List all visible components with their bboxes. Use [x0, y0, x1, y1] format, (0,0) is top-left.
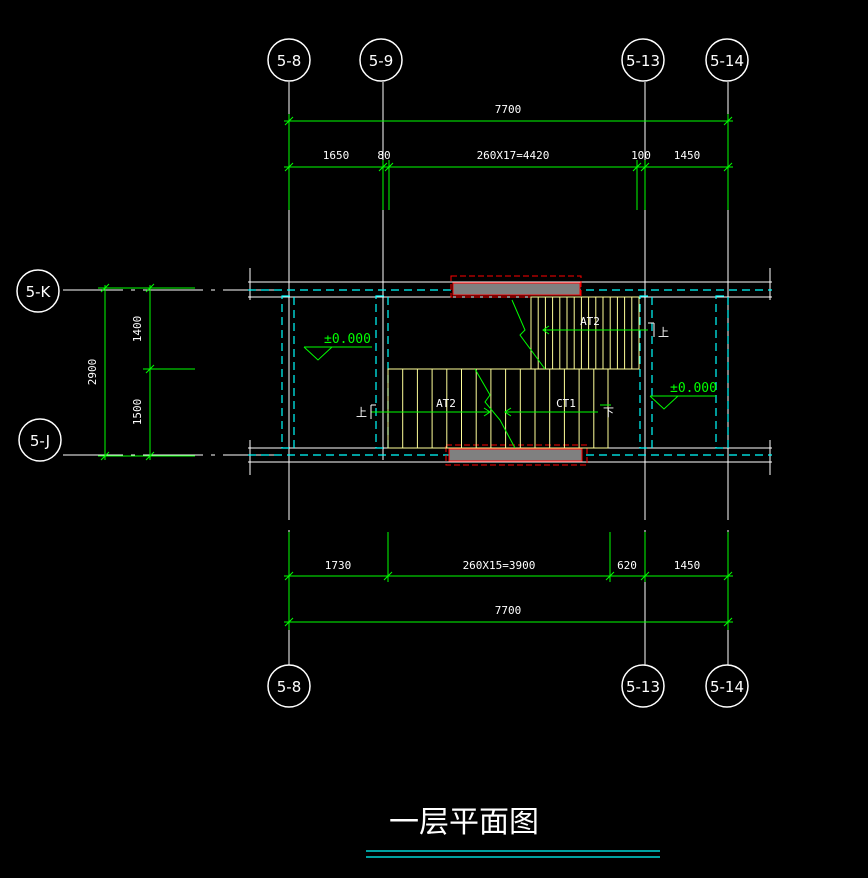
- left-dim-segment: 1500: [131, 399, 144, 426]
- top-dim-segment: 260X17=4420: [477, 149, 550, 162]
- left-dim-segment: 1400: [131, 316, 144, 343]
- bottom-dim-segment: 260X15=3900: [463, 559, 536, 572]
- walls: [248, 268, 772, 475]
- left-axis-bubble-5-J: 5-J: [18, 418, 62, 462]
- stair-down-mark: 下: [603, 406, 614, 419]
- stair-up-mark-upper: 上: [658, 326, 669, 339]
- bottom-axis-bubble-5-8: 5-8: [267, 664, 311, 708]
- stair-upper-flight: [530, 296, 640, 370]
- top-dimensions: [284, 114, 733, 210]
- beam-bottom: [445, 444, 588, 466]
- axis-label: 5-8: [277, 678, 302, 696]
- axis-label: 5-J: [30, 432, 50, 450]
- left-overall-dimension: 2900: [86, 359, 99, 386]
- axis-label: 5-9: [369, 52, 394, 70]
- top-axis-bubble-5-13: 5-13: [621, 38, 665, 82]
- top-dim-segment: 100: [631, 149, 651, 162]
- stair-up-marks: [370, 322, 655, 419]
- beam-top: [450, 275, 582, 298]
- top-axis-bubble-5-14: 5-14: [705, 38, 749, 82]
- axis-lines: [63, 82, 729, 665]
- stair-label-upper: AT2: [580, 315, 600, 328]
- bottom-axis-bubble-5-14: 5-14: [705, 664, 749, 708]
- bottom-dim-segment: 1730: [325, 559, 352, 572]
- top-dim-segment: 1450: [674, 149, 701, 162]
- axis-label: 5-14: [710, 678, 744, 696]
- bottom-axis-bubble-5-13: 5-13: [621, 664, 665, 708]
- axis-label: 5-14: [710, 52, 744, 70]
- top-dim-segment: 1650: [323, 149, 350, 162]
- elevation-label-left: ±0.000: [324, 332, 371, 347]
- axis-label: 5-K: [26, 283, 52, 301]
- stair-arrows: [371, 299, 648, 449]
- stair-up-mark-lower: 上: [356, 406, 367, 419]
- elevation-marker-right: [649, 395, 716, 410]
- top-axis-bubble-5-8: 5-8: [267, 38, 311, 82]
- axis-label: 5-13: [626, 678, 660, 696]
- axis-label: 5-8: [277, 52, 302, 70]
- title-underline: [366, 850, 660, 858]
- bottom-dim-segment: 1450: [674, 559, 701, 572]
- elevation-marker-left: [303, 346, 372, 361]
- bottom-dimensions: [284, 532, 733, 630]
- bottom-dim-segment: 620: [617, 559, 637, 572]
- left-dimensions: [98, 283, 195, 461]
- elevation-label-right: ±0.000: [670, 381, 717, 396]
- bottom-overall-dimension: 7700: [495, 604, 522, 617]
- stair-label-lower-left: AT2: [436, 397, 456, 410]
- stair-lower-flight: [387, 368, 609, 449]
- drawing-title: 一层平面图: [389, 805, 539, 840]
- axis-label: 5-13: [626, 52, 660, 70]
- top-dim-segment: 80: [377, 149, 390, 162]
- dashed-wall-outlines: [248, 289, 772, 456]
- stair-label-lower-right: CT1: [556, 397, 576, 410]
- top-overall-dimension: 7700: [495, 103, 522, 116]
- left-axis-bubble-5-K: 5-K: [16, 269, 60, 313]
- top-axis-bubble-5-9: 5-9: [359, 38, 403, 82]
